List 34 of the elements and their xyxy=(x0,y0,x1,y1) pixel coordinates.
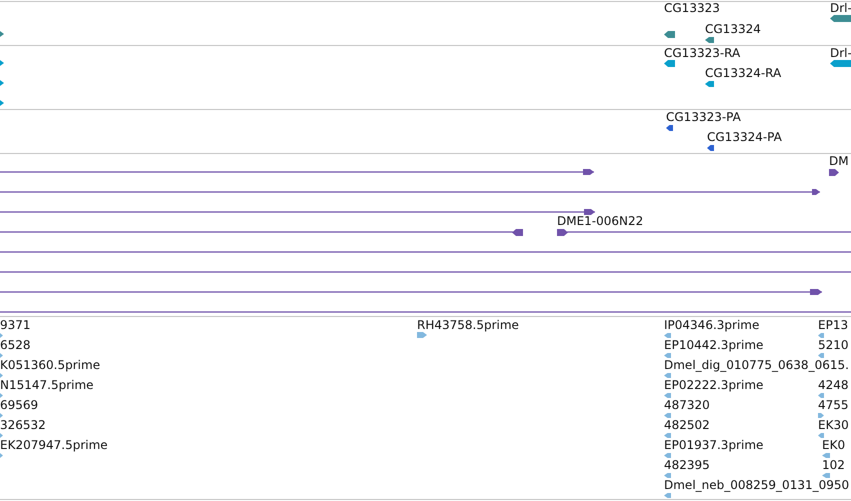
feature-label: EK30 xyxy=(818,418,849,432)
feature-label: 4755 xyxy=(818,398,849,412)
feature-label: DME1-006N22 xyxy=(557,214,644,228)
feature-label: 69569 xyxy=(0,398,38,412)
feature-label: EP10442.3prime xyxy=(664,338,764,352)
feature-label: 482502 xyxy=(664,418,710,432)
feature-label: 5210 xyxy=(818,338,849,352)
feature-label: 4248 xyxy=(818,378,849,392)
feature-label: CG13324-RA xyxy=(705,66,782,80)
feature-label: DM xyxy=(829,154,849,168)
feature-label: 482395 xyxy=(664,458,710,472)
feature-label: EK0 xyxy=(822,438,846,452)
feature-label: CG13323-RA xyxy=(664,46,740,60)
feature-label: Drl- xyxy=(830,46,851,60)
feature-label: IP04346.3prime xyxy=(664,318,760,332)
feature-label: CG13323-PA xyxy=(666,110,741,124)
feature-label: CG13323 xyxy=(664,1,720,15)
feature-label: EP02222.3prime xyxy=(664,378,764,392)
feature-label: N15147.5prime xyxy=(0,378,94,392)
feature-label: Drl- xyxy=(830,1,851,15)
feature-label: 326532 xyxy=(0,418,46,432)
feature-label: Dmel_dig_010775_0638_0615. xyxy=(664,358,849,372)
feature-label: 6528 xyxy=(0,338,31,352)
feature-label: Dmel_neb_008259_0131_0950 xyxy=(664,478,850,492)
feature-label: CG13324 xyxy=(705,22,761,36)
feature-label: RH43758.5prime xyxy=(417,318,519,332)
feature-label: EP13 xyxy=(818,318,848,332)
feature-label: EK207947.5prime xyxy=(0,438,108,452)
feature-label: K051360.5prime xyxy=(0,358,100,372)
feature-label: 487320 xyxy=(664,398,710,412)
feature-label: 9371 xyxy=(0,318,31,332)
feature-label: CG13324-PA xyxy=(707,130,782,144)
feature-label: 102 xyxy=(822,458,845,472)
feature-label: EP01937.3prime xyxy=(664,438,764,452)
